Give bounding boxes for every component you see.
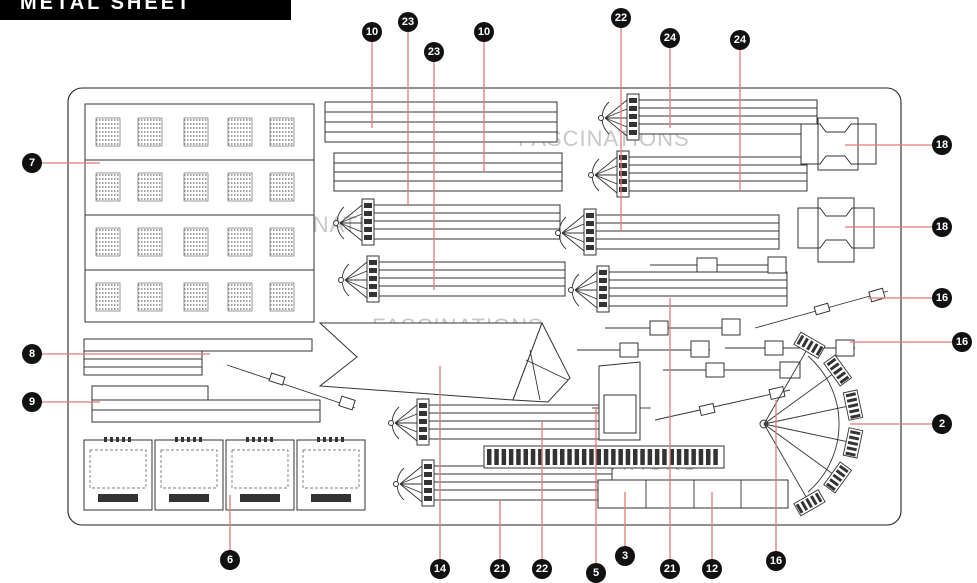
svg-text:22: 22 bbox=[536, 563, 548, 575]
part-14-plate bbox=[318, 321, 571, 403]
svg-text:24: 24 bbox=[664, 32, 677, 44]
part-7-grid-panels bbox=[84, 103, 315, 323]
part-10-strips bbox=[324, 101, 563, 192]
svg-text:18: 18 bbox=[936, 221, 948, 233]
callout-16: 16 bbox=[952, 332, 972, 352]
svg-text:23: 23 bbox=[428, 46, 440, 58]
callout-23: 23 bbox=[398, 12, 418, 32]
callout-6: 6 bbox=[220, 550, 240, 570]
callout-2: 2 bbox=[932, 414, 952, 434]
callout-21: 21 bbox=[490, 559, 510, 579]
callout-3: 3 bbox=[615, 546, 635, 566]
svg-text:23: 23 bbox=[402, 16, 414, 28]
callout-16: 16 bbox=[766, 551, 786, 571]
svg-text:24: 24 bbox=[734, 34, 747, 46]
callout-10: 10 bbox=[474, 22, 494, 42]
callout-16: 16 bbox=[932, 288, 952, 308]
svg-text:22: 22 bbox=[615, 12, 627, 24]
callout-12: 12 bbox=[702, 559, 722, 579]
callout-18: 18 bbox=[932, 217, 952, 237]
callout-9: 9 bbox=[22, 392, 42, 412]
svg-text:5: 5 bbox=[593, 567, 599, 579]
svg-text:3: 3 bbox=[622, 550, 628, 562]
callout-5: 5 bbox=[586, 563, 606, 583]
ladder-parts bbox=[333, 93, 818, 507]
callout-22: 22 bbox=[532, 559, 552, 579]
svg-text:9: 9 bbox=[29, 396, 35, 408]
callout-10: 10 bbox=[362, 22, 382, 42]
callout-23: 23 bbox=[424, 42, 444, 62]
callout-24: 24 bbox=[730, 30, 750, 50]
part-3-12-boxes bbox=[597, 479, 789, 509]
svg-text:21: 21 bbox=[494, 563, 506, 575]
svg-text:10: 10 bbox=[478, 26, 490, 38]
svg-text:2: 2 bbox=[939, 418, 945, 430]
callouts: 10 23 23 10 22 24 24 7 18 18 16 16 8 9 2… bbox=[22, 8, 972, 583]
small-rods bbox=[577, 256, 855, 379]
svg-text:6: 6 bbox=[227, 554, 233, 566]
callout-18: 18 bbox=[932, 135, 952, 155]
sheet-title-banner: METAL SHEET bbox=[0, 0, 291, 20]
svg-text:16: 16 bbox=[770, 555, 782, 567]
part-9-strip bbox=[91, 385, 321, 423]
svg-text:12: 12 bbox=[706, 563, 718, 575]
svg-text:16: 16 bbox=[936, 292, 948, 304]
part-5-bracket bbox=[592, 361, 651, 441]
callout-22: 22 bbox=[611, 8, 631, 28]
part-8-strip bbox=[83, 338, 313, 376]
callout-21: 21 bbox=[660, 559, 680, 579]
callout-7: 7 bbox=[22, 153, 42, 173]
svg-text:21: 21 bbox=[664, 563, 676, 575]
comb-strip bbox=[483, 445, 725, 469]
part-18-shapes bbox=[797, 117, 877, 263]
svg-text:8: 8 bbox=[29, 348, 35, 360]
callout-8: 8 bbox=[22, 344, 42, 364]
svg-text:10: 10 bbox=[366, 26, 378, 38]
svg-text:18: 18 bbox=[936, 139, 948, 151]
leader-lines bbox=[40, 26, 955, 566]
part-2-fan bbox=[759, 331, 864, 517]
svg-text:16: 16 bbox=[956, 336, 968, 348]
callout-24: 24 bbox=[660, 28, 680, 48]
svg-text:7: 7 bbox=[29, 157, 35, 169]
svg-text:14: 14 bbox=[434, 563, 447, 575]
part-6-panels bbox=[83, 437, 366, 511]
callout-14: 14 bbox=[430, 559, 450, 579]
sheet-title: METAL SHEET bbox=[20, 0, 193, 14]
